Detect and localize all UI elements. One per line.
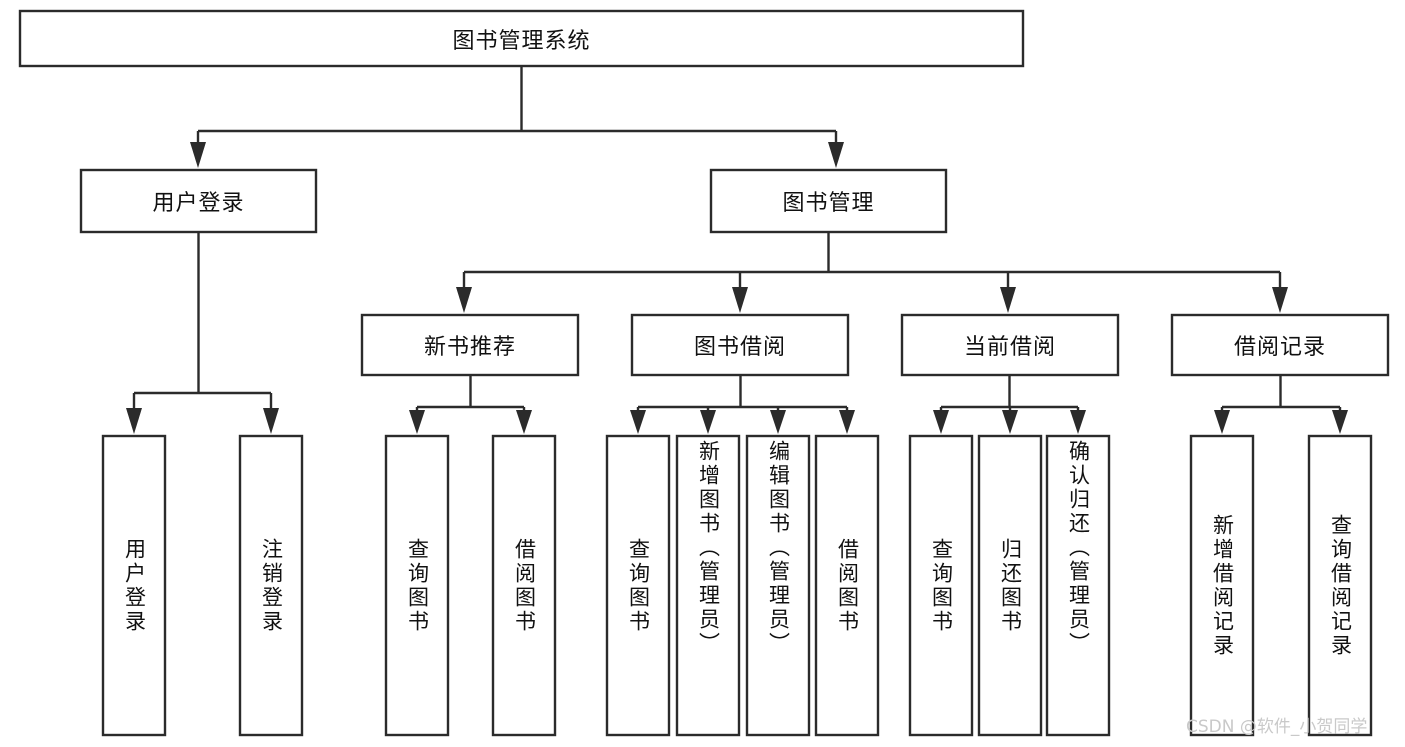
arrow-head-borrow-record xyxy=(1272,287,1288,313)
node-box-current-borrow[interactable] xyxy=(900,313,1120,377)
node-box-leaf-borrow-book-1[interactable] xyxy=(491,434,557,737)
arrow-head-borrowrecord-query xyxy=(1332,410,1348,434)
arrow-head-bookborrow-query xyxy=(630,410,646,434)
arrow-head-bookborrow-lend xyxy=(839,410,855,434)
arrow-head-book-borrow xyxy=(732,287,748,313)
arrow-head-newbook-borrow xyxy=(516,410,532,434)
node-box-leaf-return-book[interactable] xyxy=(977,434,1043,737)
arrow-head-user-login xyxy=(190,142,206,168)
node-box-leaf-query-record[interactable] xyxy=(1307,434,1373,737)
node-box-new-book-recommend[interactable] xyxy=(360,313,580,377)
node-box-leaf-add-book[interactable] xyxy=(675,434,741,737)
node-box-leaf-confirm-return[interactable] xyxy=(1045,434,1111,737)
node-box-book-management[interactable] xyxy=(709,168,948,234)
arrow-head-borrowrecord-add xyxy=(1214,410,1230,434)
connector-group-new-book-leaves xyxy=(409,375,532,434)
arrow-head-currentborrow-return xyxy=(1002,410,1018,434)
arrow-head-book-mgmt xyxy=(828,142,844,168)
arrow-head-current-borrow xyxy=(1000,287,1016,313)
node-box-leaf-user-login[interactable] xyxy=(101,434,167,737)
connector-group-book-borrow-leaves xyxy=(630,375,855,434)
node-box-leaf-query-book-1[interactable] xyxy=(384,434,450,737)
connector-group-root xyxy=(190,66,844,168)
arrow-head-currentborrow-confirm xyxy=(1070,410,1086,434)
arrow-head-bookborrow-add xyxy=(700,410,716,434)
node-box-leaf-borrow-book-2[interactable] xyxy=(814,434,880,737)
node-box-borrow-record[interactable] xyxy=(1170,313,1390,377)
arrow-head-bookborrow-edit xyxy=(770,410,786,434)
node-box-leaf-query-book-3[interactable] xyxy=(908,434,974,737)
node-box-root[interactable] xyxy=(18,9,1025,68)
arrow-head-leaf-logout xyxy=(263,408,279,434)
node-box-leaf-edit-book[interactable] xyxy=(745,434,811,737)
connector-group-book-mgmt xyxy=(456,232,1288,313)
connector-group-current-borrow-leaves xyxy=(933,375,1086,434)
arrow-head-newbook-query xyxy=(409,410,425,434)
node-box-user-login[interactable] xyxy=(79,168,318,234)
connector-group-user-login-leaves xyxy=(126,232,279,434)
node-box-leaf-query-book-2[interactable] xyxy=(605,434,671,737)
arrow-head-new-book xyxy=(456,287,472,313)
node-box-leaf-add-record[interactable] xyxy=(1189,434,1255,737)
arrow-head-currentborrow-query xyxy=(933,410,949,434)
connector-group-borrow-record-leaves xyxy=(1214,375,1348,434)
node-box-leaf-logout[interactable] xyxy=(238,434,304,737)
node-box-book-borrow[interactable] xyxy=(630,313,850,377)
arrow-head-leaf-user-login xyxy=(126,408,142,434)
